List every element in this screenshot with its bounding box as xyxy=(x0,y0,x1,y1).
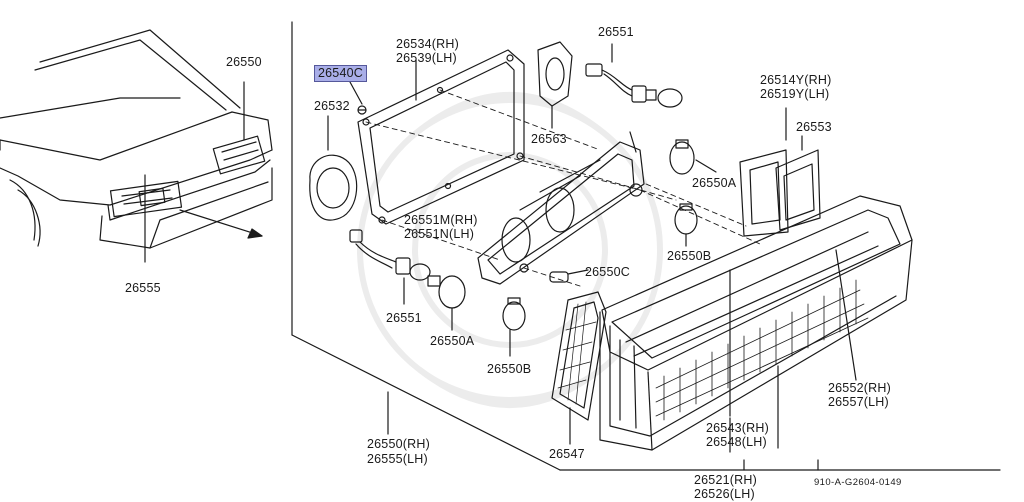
bulb-26550a-left xyxy=(427,275,466,331)
label-26550a-left: 26550A xyxy=(430,334,475,348)
label-26539-lh: 26539(LH) xyxy=(396,51,457,65)
label-26550b-left: 26550B xyxy=(487,362,532,376)
gasket-26563 xyxy=(537,41,573,129)
label-26550b-right: 26550B xyxy=(667,249,712,263)
label-26551m-rh: 26551M(RH) xyxy=(404,213,478,227)
gasket-26534 xyxy=(357,49,525,225)
label-26552-rh: 26552(RH) xyxy=(828,381,891,395)
label-26550: 26550 xyxy=(226,55,262,69)
label-26543-rh: 26543(RH) xyxy=(706,421,769,435)
label-26557-lh: 26557(LH) xyxy=(828,395,889,409)
drawing-code: 910-A-G2604-0149 xyxy=(814,477,902,488)
lens-housing-26521 xyxy=(599,195,913,451)
label-26526-lh: 26526(LH) xyxy=(694,487,755,501)
gasket-26532 xyxy=(309,115,358,221)
label-26519y-lh: 26519Y(LH) xyxy=(760,87,830,101)
bulb-26550b-right xyxy=(674,203,698,247)
bracket-26514y xyxy=(739,107,789,237)
label-26514y-rh: 26514Y(RH) xyxy=(760,73,832,87)
label-26563: 26563 xyxy=(531,132,567,146)
watermark xyxy=(357,92,663,408)
label-26555: 26555 xyxy=(125,281,161,295)
label-26540c-highlighted[interactable]: 26540C xyxy=(314,65,367,82)
corner-lens-26547 xyxy=(551,291,607,445)
bulb-26550a-right xyxy=(669,139,717,175)
leader-lines-bottom xyxy=(387,391,819,471)
label-26551-bottom: 26551 xyxy=(386,311,422,325)
assembly-guide-lines xyxy=(365,89,761,287)
socket-wire-26551-bottom xyxy=(349,229,431,305)
bulb-26550c xyxy=(549,269,589,283)
socket-plate-26551m xyxy=(477,131,645,285)
cover-26553 xyxy=(775,135,821,231)
label-26534-rh: 26534(RH) xyxy=(396,37,459,51)
bolt-26540c xyxy=(349,81,367,115)
car-rear-view xyxy=(0,29,273,263)
label-26551-top: 26551 xyxy=(598,25,634,39)
label-26555-lh: 26555(LH) xyxy=(367,452,428,466)
label-26551n-lh: 26551N(LH) xyxy=(404,227,475,241)
socket-wire-26551-top xyxy=(585,43,683,108)
label-26521-rh: 26521(RH) xyxy=(694,473,757,487)
label-26550-rh: 26550(RH) xyxy=(367,437,430,451)
label-26532: 26532 xyxy=(314,99,350,113)
label-26553: 26553 xyxy=(796,120,832,134)
label-26550a-right: 26550A xyxy=(692,176,737,190)
panel-border xyxy=(291,21,1001,471)
label-26548-lh: 26548(LH) xyxy=(706,435,767,449)
label-26547: 26547 xyxy=(549,447,585,461)
bulb-26550b-left xyxy=(502,297,526,357)
direction-arrow xyxy=(179,209,263,239)
label-26550c: 26550C xyxy=(585,265,630,279)
